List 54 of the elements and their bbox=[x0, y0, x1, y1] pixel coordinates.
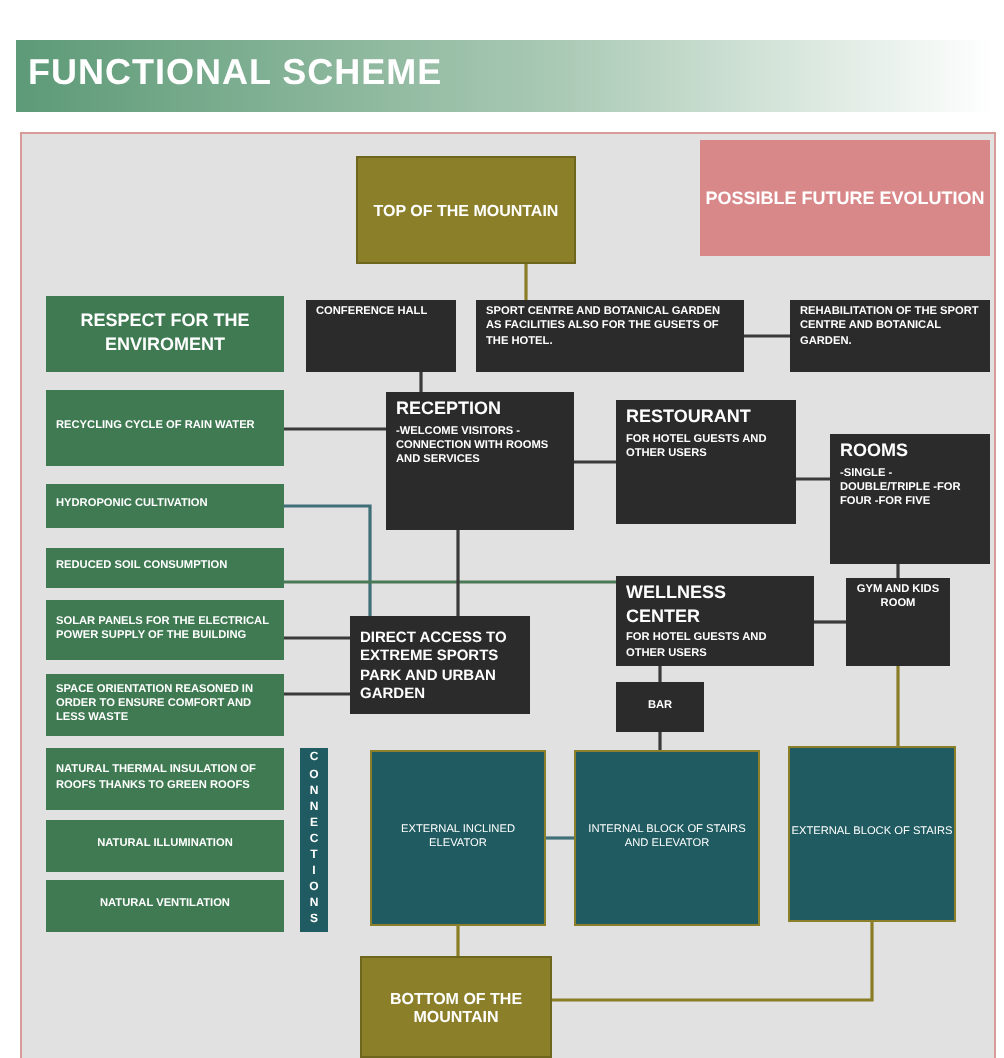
function-box bbox=[790, 300, 990, 372]
sustainability-box bbox=[46, 600, 284, 660]
function-box bbox=[616, 576, 814, 666]
sustainability-box bbox=[46, 390, 284, 466]
connector-line bbox=[896, 666, 900, 746]
function-box bbox=[476, 300, 744, 372]
title: FUNCTIONAL SCHEME bbox=[28, 52, 443, 94]
box-heading: RESTOURANT bbox=[626, 406, 753, 430]
function-box bbox=[350, 616, 530, 714]
connector-line bbox=[796, 477, 830, 481]
box-text: TOP OF THE MOUNTAIN bbox=[373, 201, 559, 219]
connector-line bbox=[574, 460, 616, 464]
box-heading: WELLNESS CENTER bbox=[626, 582, 729, 629]
box-text: RESPECT FOR THE ENVIROMENT bbox=[78, 310, 252, 358]
circulation-box bbox=[370, 750, 546, 926]
sustainability-box bbox=[46, 880, 284, 932]
connector-line bbox=[284, 636, 350, 640]
connector-line bbox=[744, 334, 790, 338]
connector-line bbox=[456, 926, 460, 956]
box-heading: RECEPTION bbox=[396, 398, 504, 422]
function-box bbox=[306, 300, 456, 372]
connections-bar bbox=[300, 748, 328, 932]
box-text: BOTTOM OF THE MOUNTAIN bbox=[387, 989, 525, 1025]
connector-line bbox=[552, 922, 874, 1002]
connector-line bbox=[284, 427, 386, 431]
connector-line bbox=[658, 732, 662, 750]
connector-line bbox=[658, 666, 662, 682]
connector-line bbox=[284, 504, 372, 616]
connector-line bbox=[456, 530, 460, 616]
box-heading: ROOMS bbox=[840, 440, 911, 464]
box-text: POSSIBLE FUTURE EVOLUTION bbox=[705, 188, 985, 208]
location-box bbox=[356, 156, 576, 264]
connector-line bbox=[524, 264, 528, 300]
sustainability-box bbox=[46, 674, 284, 736]
connector-line bbox=[814, 620, 846, 624]
sustainability-box bbox=[46, 548, 284, 588]
function-box bbox=[386, 392, 574, 530]
future-evolution-box bbox=[700, 140, 990, 256]
category-header-box bbox=[46, 296, 284, 372]
connector-line bbox=[896, 564, 900, 578]
circulation-box bbox=[788, 746, 956, 922]
circulation-box bbox=[574, 750, 760, 926]
function-box bbox=[846, 578, 950, 666]
connector-line bbox=[284, 580, 616, 584]
connector-line bbox=[284, 692, 350, 696]
sustainability-box bbox=[46, 820, 284, 872]
location-box bbox=[360, 956, 552, 1058]
sustainability-box bbox=[46, 484, 284, 528]
function-box bbox=[616, 682, 704, 732]
connector-line bbox=[546, 836, 574, 840]
function-box bbox=[616, 400, 796, 524]
connector-line bbox=[419, 372, 423, 392]
function-box bbox=[830, 434, 990, 564]
sustainability-box bbox=[46, 748, 284, 810]
